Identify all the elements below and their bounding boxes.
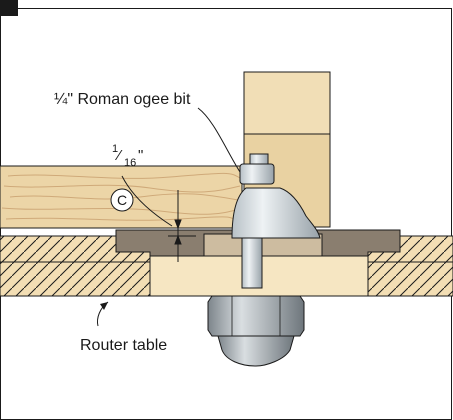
collet-nut [207,295,305,367]
gap-dimension [168,190,196,262]
gap-denominator: 16 [124,157,136,169]
gap-slash: ⁄ [114,147,123,164]
part-label-circle [110,188,134,212]
gap-leader-line [121,175,173,227]
gap-unit: " [138,147,143,164]
router-table-label: Router table [80,337,167,354]
corner-tab [0,0,18,16]
part-label: C [117,192,127,208]
gap-numerator: 1 [112,143,118,155]
table-leader-arrow [100,302,108,310]
bit-label: ¼" Roman ogee bit [54,91,191,108]
gap-fraction-label: 1 ⁄ 16 " [112,143,143,169]
router-fence [243,71,331,228]
bit-leader-line [197,107,241,173]
roman-ogee-bit [231,153,321,289]
